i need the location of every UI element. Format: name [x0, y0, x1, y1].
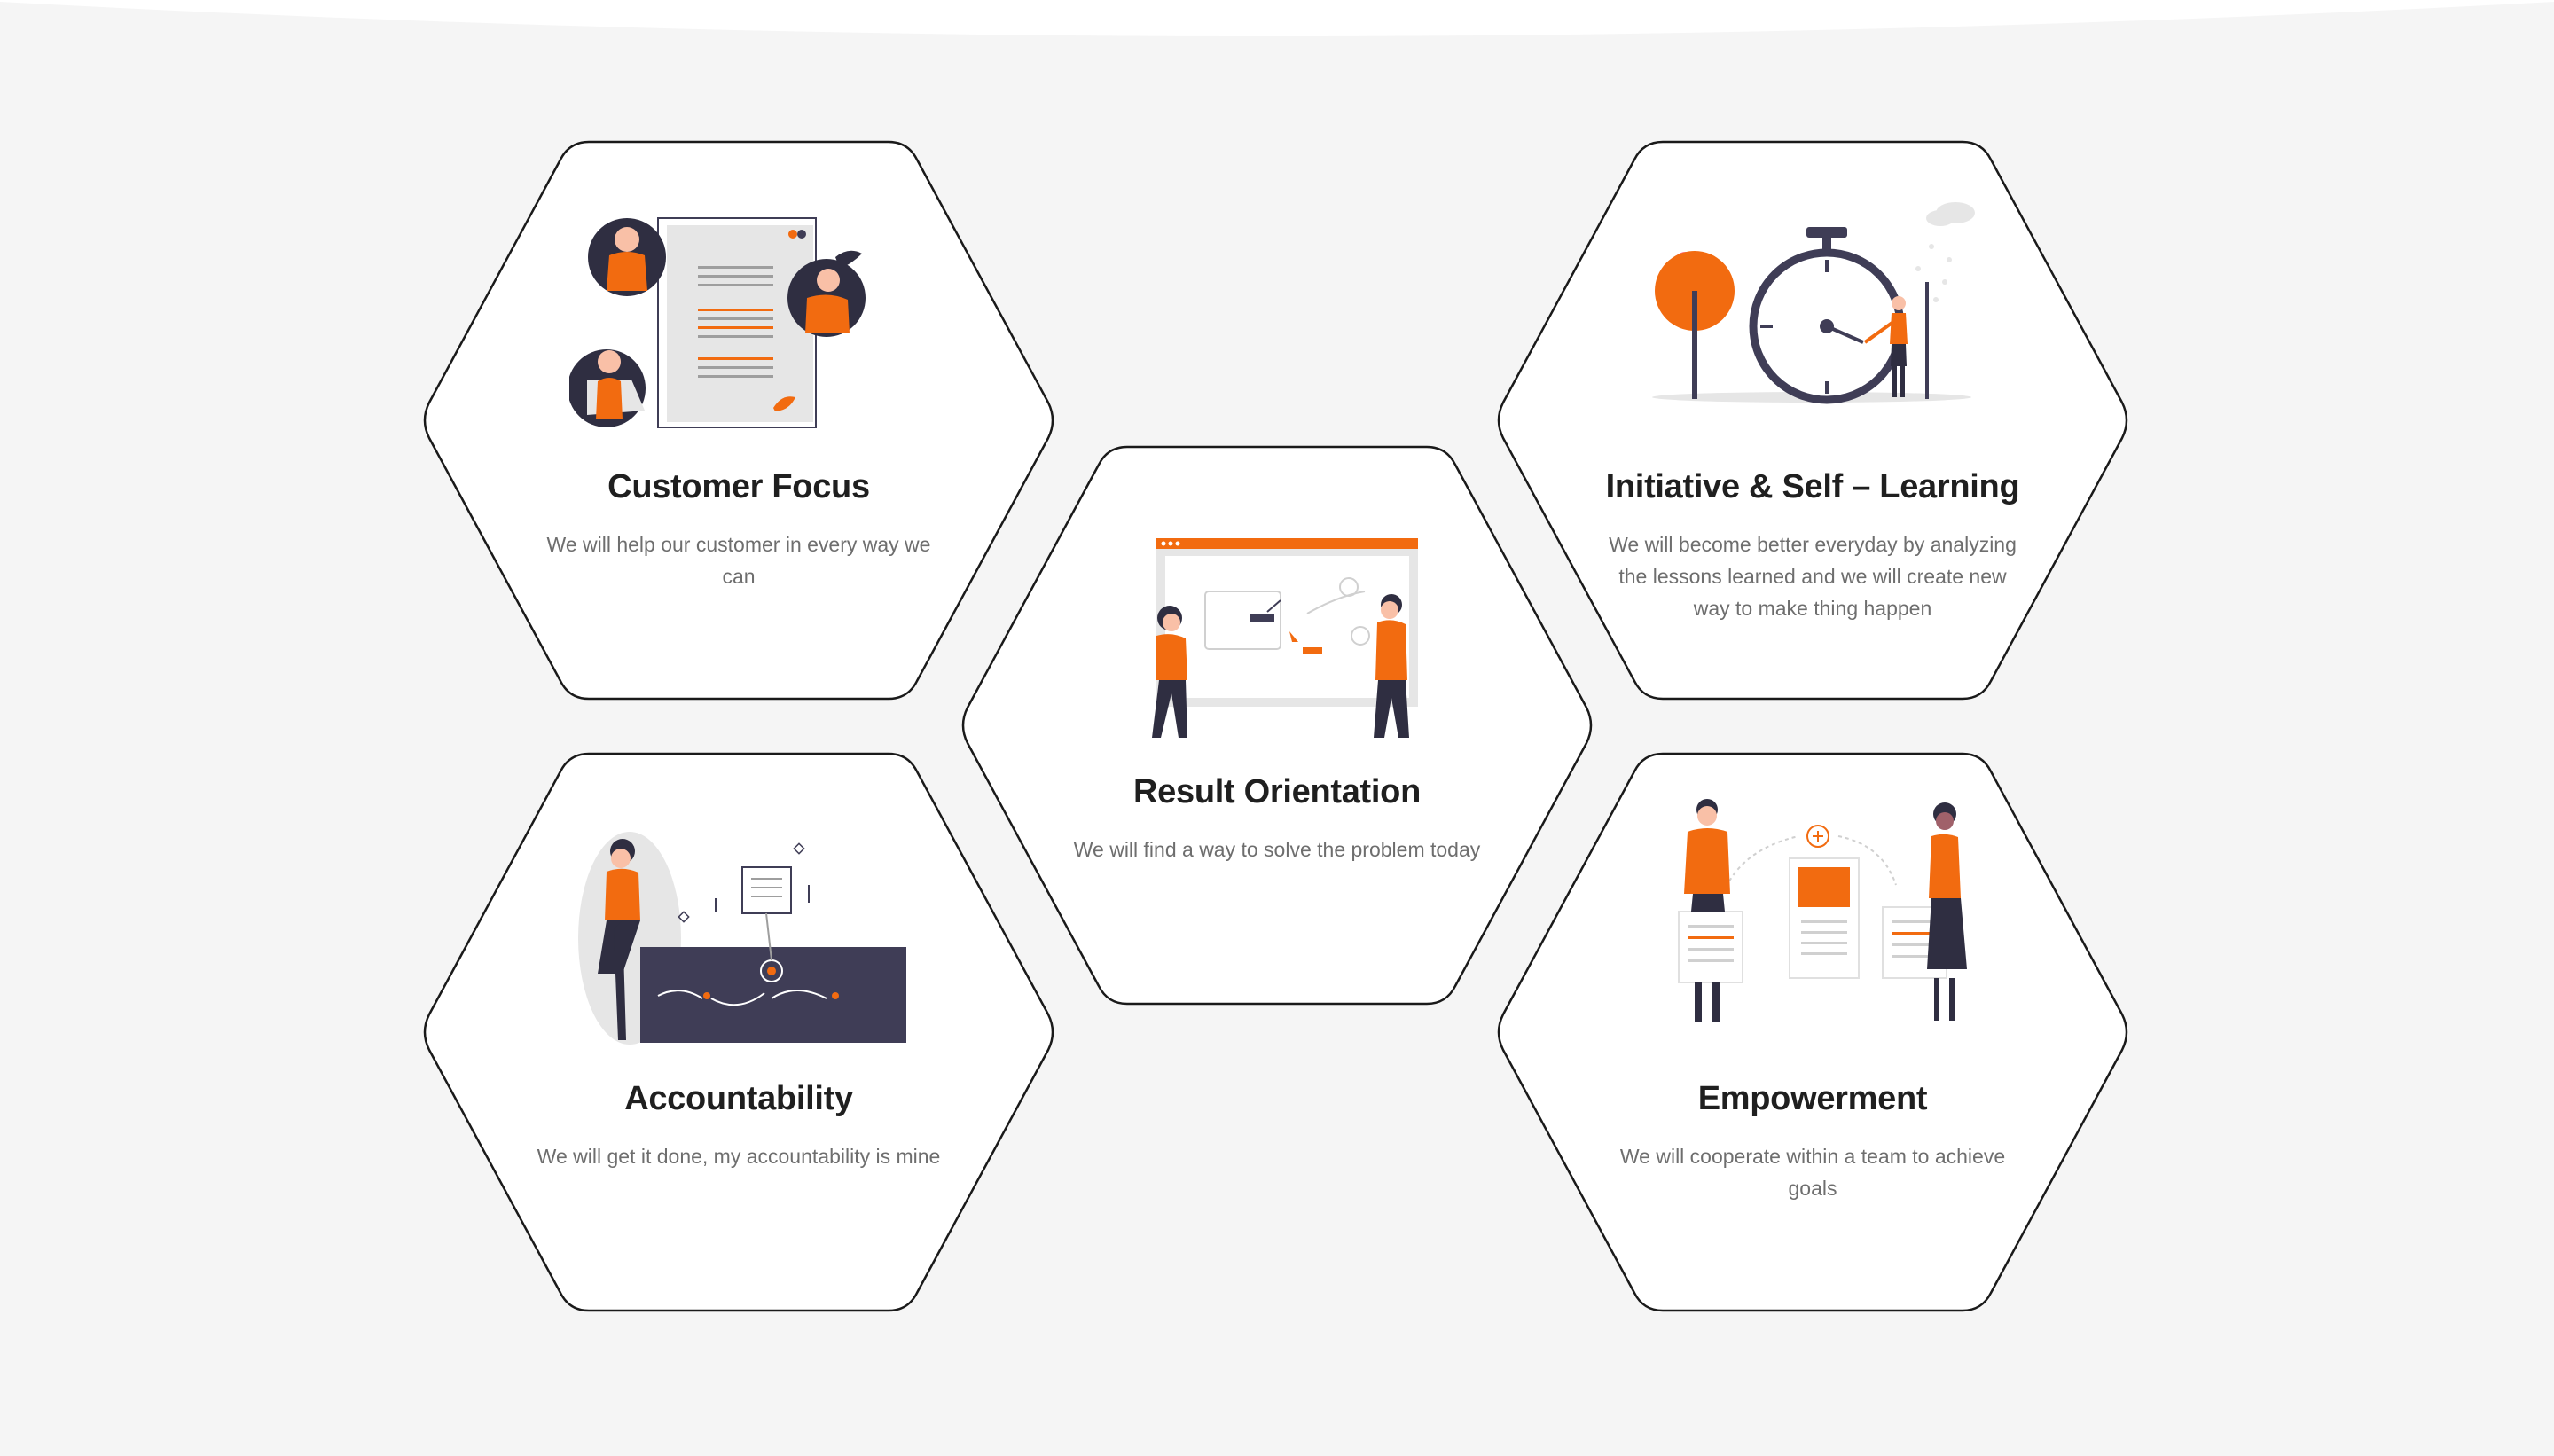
value-description: We will cooperate within a team to achie… — [1619, 1145, 2006, 1200]
value-card-result-orientation: Result Orientation We will find a way to… — [957, 445, 1597, 1006]
hexagon-frame — [1497, 140, 2128, 701]
value-title: Customer Focus — [607, 468, 870, 505]
value-description: We will get it done, my accountability i… — [537, 1145, 941, 1168]
value-title: Result Orientation — [1133, 773, 1421, 810]
value-card-empowerment: Empowerment We will cooperate within a t… — [1492, 752, 2133, 1312]
value-card-initiative-self-learning: Initiative & Self – Learning We will bec… — [1492, 140, 2133, 701]
value-card-customer-focus: Customer Focus We will help our customer… — [419, 140, 1059, 701]
person-with-stopwatch-illustration — [1652, 202, 1975, 404]
person-leaning-on-process-board-illustration — [578, 832, 906, 1045]
team-at-whiteboard-illustration — [1152, 538, 1418, 738]
hexagon-frame — [1497, 752, 2128, 1312]
value-title: Initiative & Self – Learning — [1605, 468, 2020, 505]
value-title: Accountability — [624, 1080, 853, 1117]
value-title: Empowerment — [1697, 1080, 1928, 1117]
value-description: We will become better everyday by analyz… — [1609, 533, 2017, 620]
people-reviewing-document-illustration — [569, 217, 866, 428]
value-description: We will find a way to solve the problem … — [1073, 838, 1481, 861]
value-description: We will help our customer in every way w… — [546, 533, 931, 588]
value-card-accountability: Accountability We will get it done, my a… — [419, 752, 1059, 1312]
top-decorative-arc — [0, 0, 2554, 36]
team-sharing-documents-illustration — [1678, 799, 1967, 1022]
hexagon-frame — [961, 445, 1593, 1006]
